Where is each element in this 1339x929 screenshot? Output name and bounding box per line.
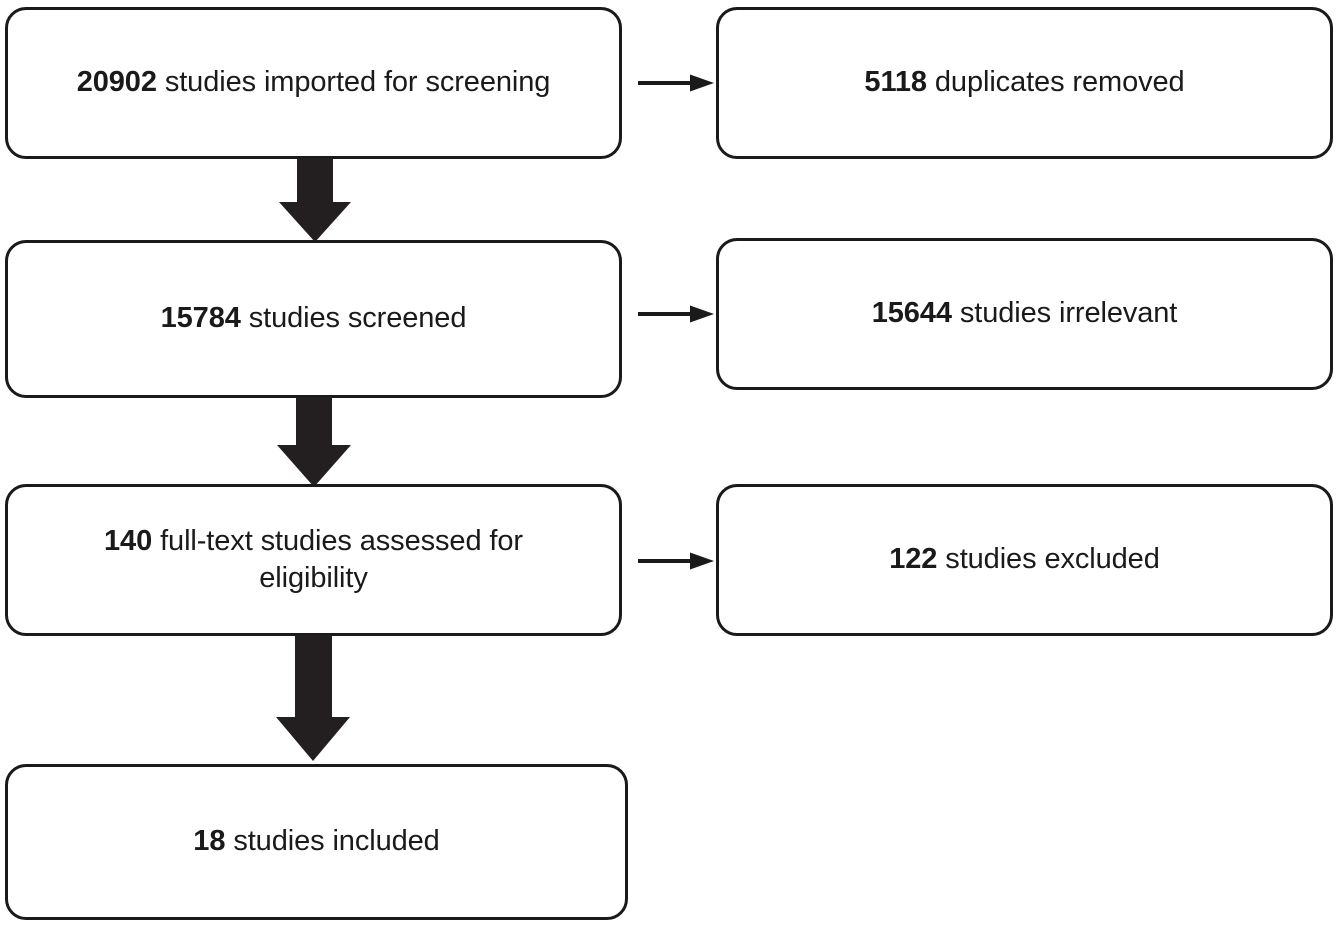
arrow-fulltext-to-excluded bbox=[638, 551, 716, 571]
box-screened-count: 15784 bbox=[160, 302, 241, 335]
box-irrelevant-text: 15644 studies irrelevant bbox=[850, 295, 1200, 332]
box-fulltext-label: full-text studies assessed for eligibili… bbox=[152, 524, 523, 594]
box-duplicates-text: 5118 duplicates removed bbox=[842, 64, 1206, 101]
box-fulltext-count: 140 bbox=[104, 524, 153, 557]
box-duplicates-label: duplicates removed bbox=[926, 66, 1185, 99]
box-duplicates-removed: 5118 duplicates removed bbox=[716, 7, 1333, 159]
arrow-imported-to-duplicates bbox=[638, 73, 716, 93]
box-screened-text: 15784 studies screened bbox=[139, 300, 489, 337]
box-irrelevant-count: 15644 bbox=[871, 297, 952, 330]
box-included-label: studies included bbox=[225, 825, 440, 858]
box-studies-imported: 20902 studies imported for screening bbox=[5, 7, 622, 159]
box-duplicates-count: 5118 bbox=[864, 66, 927, 99]
box-excluded-count: 122 bbox=[889, 543, 938, 576]
block-arrow-imported-to-screened bbox=[275, 158, 355, 242]
box-fulltext-text: 140 full-text studies assessed for eligi… bbox=[57, 523, 571, 597]
box-fulltext-assessed: 140 full-text studies assessed for eligi… bbox=[5, 484, 622, 636]
box-imported-label: studies imported for screening bbox=[156, 66, 551, 99]
box-studies-screened: 15784 studies screened bbox=[5, 240, 622, 398]
box-studies-included: 18 studies included bbox=[5, 764, 628, 920]
box-studies-excluded: 122 studies excluded bbox=[716, 484, 1333, 636]
box-imported-count: 20902 bbox=[76, 66, 157, 99]
box-irrelevant-label: studies irrelevant bbox=[951, 297, 1178, 330]
box-excluded-text: 122 studies excluded bbox=[867, 541, 1181, 578]
arrow-screened-to-irrelevant bbox=[638, 304, 716, 324]
box-screened-label: studies screened bbox=[240, 302, 467, 335]
box-included-text: 18 studies included bbox=[171, 823, 461, 860]
box-excluded-label: studies excluded bbox=[937, 543, 1160, 576]
box-imported-text: 20902 studies imported for screening bbox=[55, 64, 573, 101]
box-studies-irrelevant: 15644 studies irrelevant bbox=[716, 238, 1333, 390]
block-arrow-fulltext-to-included bbox=[272, 635, 354, 761]
block-arrow-screened-to-fulltext bbox=[273, 397, 355, 487]
box-included-count: 18 bbox=[193, 825, 226, 858]
